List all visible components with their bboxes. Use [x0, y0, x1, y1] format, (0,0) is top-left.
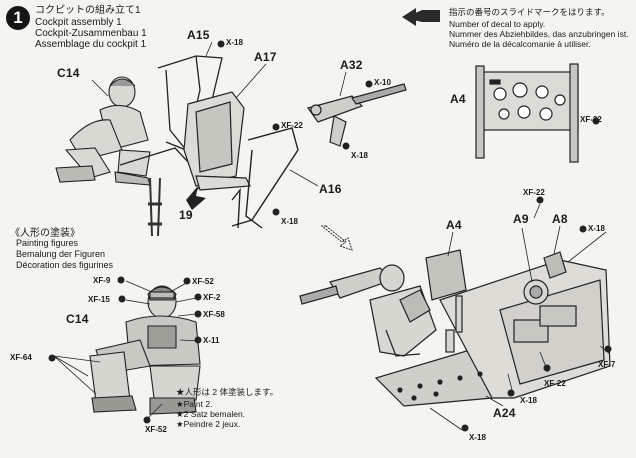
decal-note-de: Nummer des Abziehbildes, das anzubringen…	[449, 29, 629, 39]
paint-code-x18-a16: X-18	[281, 217, 298, 226]
part-label-a15: A15	[187, 28, 210, 42]
step-title-fr: Assemblage du cockpit 1	[35, 39, 147, 50]
paint-code-xf7: XF-7	[598, 360, 616, 369]
paint-leader-lines	[53, 41, 347, 419]
harness-straps	[148, 177, 162, 237]
painting-title-en: Painting figures	[16, 238, 79, 248]
paint-note-en: ★Paint 2.	[176, 399, 213, 409]
pilot-figure-painting	[89, 285, 201, 415]
paint-code-xf52-bottom: XF-52	[145, 425, 167, 434]
decal-note-en: Number of decal to apply.	[449, 19, 546, 29]
part-label-a8: A8	[552, 212, 568, 226]
paint-code-x18-a32: X-18	[351, 151, 368, 160]
paint-code-xf2: XF-2	[203, 293, 221, 302]
step-number-badge: 1	[6, 6, 30, 30]
step-reference-arrow	[186, 186, 206, 210]
part-label-a32: A32	[340, 58, 363, 72]
painting-title-jp: 《人形の塗装》	[10, 228, 80, 239]
cockpit-assembly-main	[299, 249, 611, 407]
part-label-a24: A24	[493, 406, 516, 420]
paint-code-x18-a8: X-18	[588, 224, 605, 233]
paint-note-fr: ★Peindre 2 jeux.	[176, 419, 241, 429]
step-title-de: Cockpit-Zusammenbau 1	[35, 28, 147, 39]
step-title-jp: コクピットの組み立て1	[35, 5, 141, 16]
paint-code-xf52-top: XF-52	[192, 277, 214, 286]
decal-note-jp: 指示の番号のスライドマークをはります。	[449, 7, 610, 17]
instrument-panel-a4-top	[475, 63, 579, 163]
part-label-a9: A9	[513, 212, 529, 226]
paint-code-xf22-a17: XF-22	[281, 121, 303, 130]
paint-note-jp: ★人形は 2 体塗装します。	[176, 387, 279, 397]
step-reference-19: 19	[179, 208, 193, 222]
part-label-a4-bottom: A4	[446, 218, 462, 232]
paint-code-x18-bottom: X-18	[469, 433, 486, 442]
decal-marker-icon	[402, 8, 440, 26]
paint-code-xf22-bottom: XF-22	[544, 379, 566, 388]
assembly-direction-arrow	[320, 225, 353, 251]
seat-frame-a16	[231, 127, 299, 229]
machine-gun-a32	[307, 83, 407, 147]
paint-code-xf22-a4: XF-22	[580, 115, 602, 124]
paint-code-xf9: XF-9	[93, 276, 111, 285]
part-label-c14-top: C14	[57, 66, 80, 80]
paint-code-x18-floor: X-18	[520, 396, 537, 405]
part-label-c14-bottom: C14	[66, 312, 89, 326]
paint-code-xf64: XF-64	[10, 353, 32, 362]
paint-code-xf15: XF-15	[88, 295, 110, 304]
seat-a17	[183, 91, 251, 191]
paint-note-de: ★2 Satz bemalen.	[176, 409, 246, 419]
paint-code-xf22-a9: XF-22	[523, 188, 545, 197]
painting-title-fr: Décoration des figurines	[16, 260, 114, 270]
part-label-a17: A17	[254, 50, 277, 64]
paint-code-x11: X-11	[203, 336, 220, 345]
paint-dot-icons	[48, 40, 612, 432]
part-label-a16: A16	[319, 182, 342, 196]
step-title-en: Cockpit assembly 1	[35, 17, 122, 28]
pilot-figure-top	[55, 76, 151, 186]
paint-code-x10-a32: X-10	[374, 78, 391, 87]
assembly-leader-lines	[429, 203, 611, 431]
decal-note-fr: Numéro de la décalcomanie à utiliser.	[449, 39, 591, 49]
part-label-a4-top: A4	[450, 92, 466, 106]
painting-title-de: Bemalung der Figuren	[16, 249, 106, 259]
paint-code-x18-a15: X-18	[226, 38, 243, 47]
paint-code-xf58: XF-58	[203, 310, 225, 319]
